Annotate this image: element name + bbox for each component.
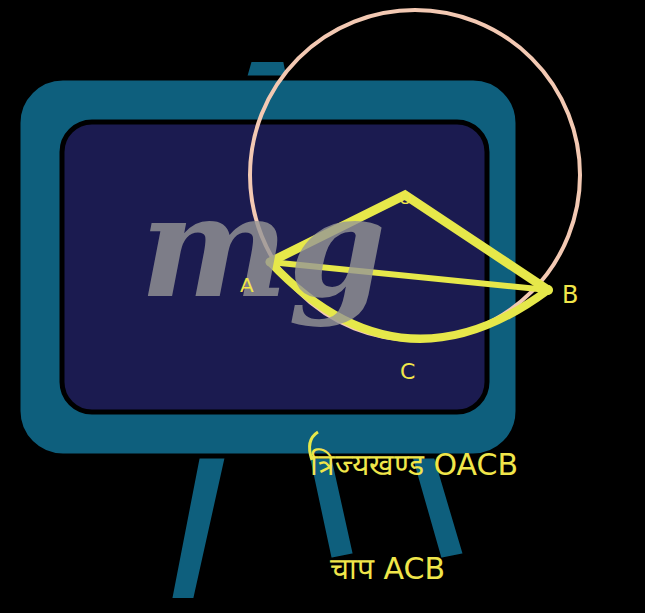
point-label: B — [562, 282, 578, 308]
point-label: O — [399, 190, 412, 208]
board-surface — [62, 122, 487, 412]
point-label: A — [240, 274, 254, 296]
point-label: C — [400, 360, 415, 384]
caption-text: त्रिज्यखण्ड OACB — [310, 448, 518, 481]
board-frame — [18, 78, 518, 456]
point-b — [543, 285, 553, 295]
caption-text: चाप ACB — [330, 552, 445, 585]
watermark: mg — [140, 170, 386, 324]
